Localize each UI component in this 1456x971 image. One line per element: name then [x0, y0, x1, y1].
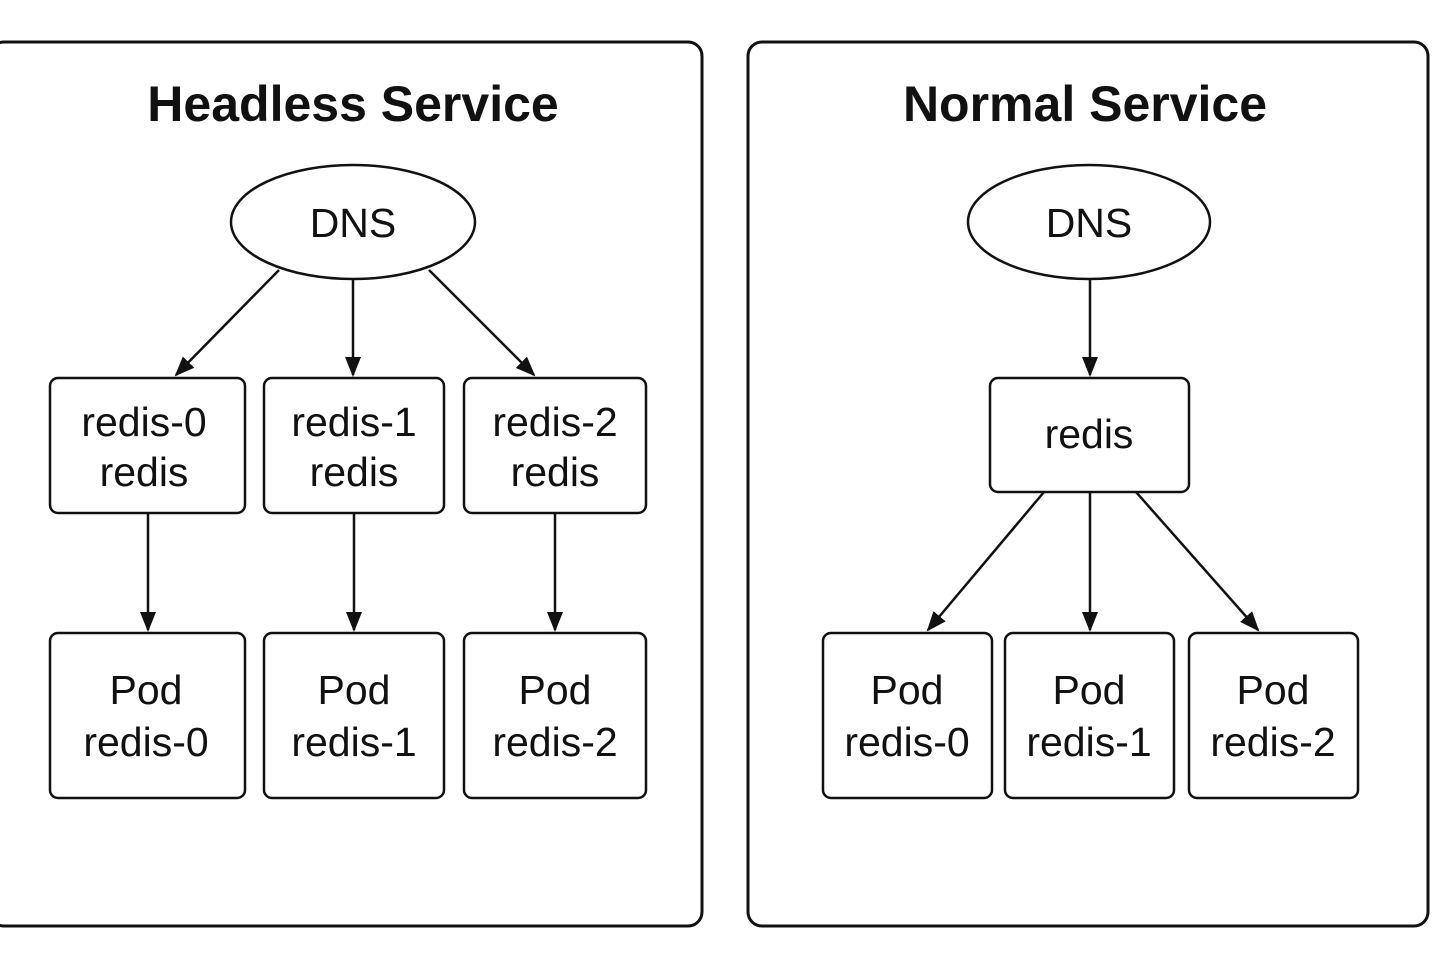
headless-pod-box-2: Pod redis-2 [462, 631, 648, 800]
normal-dns-node: DNS [966, 163, 1212, 281]
headless-pod-2-line1: Pod [519, 667, 592, 713]
normal-pod-box-2: Pod redis-2 [1187, 631, 1360, 800]
headless-pod-0-line1: Pod [110, 667, 183, 713]
normal-pod-2-line1: Pod [1237, 667, 1310, 713]
normal-pod-1-line1: Pod [1053, 667, 1126, 713]
headless-dns-label: DNS [310, 200, 397, 246]
normal-panel-title: Normal Service [903, 76, 1267, 132]
headless-service-box-1: redis-1 redis [262, 376, 446, 515]
headless-panel-title: Headless Service [147, 76, 558, 132]
headless-pod-1-line2: redis-1 [291, 719, 416, 765]
headless-service-2-line1: redis-2 [492, 399, 617, 445]
normal-pod-0-line1: Pod [871, 667, 944, 713]
headless-pod-2-line2: redis-2 [492, 719, 617, 765]
headless-service-0-line1: redis-0 [81, 399, 206, 445]
normal-pod-2-line2: redis-2 [1210, 719, 1335, 765]
headless-service-1-line2: redis [310, 449, 399, 495]
normal-edge-service-to-pod-2 [1135, 491, 1260, 632]
normal-service-panel: Normal Service DNS redis Pod redis-0 Pod… [746, 40, 1430, 928]
headless-pod-box-1: Pod redis-1 [262, 631, 446, 800]
normal-service-label: redis [1045, 411, 1134, 457]
headless-pod-0-line2: redis-0 [83, 719, 208, 765]
headless-service-box-2: redis-2 redis [462, 376, 648, 515]
headless-service-panel: Headless Service DNS redis-0 redis redis… [0, 40, 704, 928]
normal-pod-0-line2: redis-0 [844, 719, 969, 765]
headless-pod-1-line1: Pod [318, 667, 391, 713]
headless-pod-box-0: Pod redis-0 [48, 631, 247, 800]
normal-dns-label: DNS [1046, 200, 1133, 246]
headless-service-0-line2: redis [100, 449, 189, 495]
headless-service-box-0: redis-0 redis [48, 376, 247, 515]
headless-dns-node: DNS [229, 163, 477, 281]
headless-service-1-line1: redis-1 [291, 399, 416, 445]
normal-edge-service-to-pod-0 [926, 491, 1045, 632]
normal-pod-1-line2: redis-1 [1026, 719, 1151, 765]
headless-service-2-line2: redis [511, 449, 600, 495]
headless-edge-dns-to-redis-0 [174, 269, 280, 377]
normal-service-box: redis [988, 376, 1191, 494]
normal-pod-box-1: Pod redis-1 [1003, 631, 1176, 800]
headless-edge-dns-to-redis-2 [428, 269, 536, 377]
normal-pod-box-0: Pod redis-0 [821, 631, 994, 800]
